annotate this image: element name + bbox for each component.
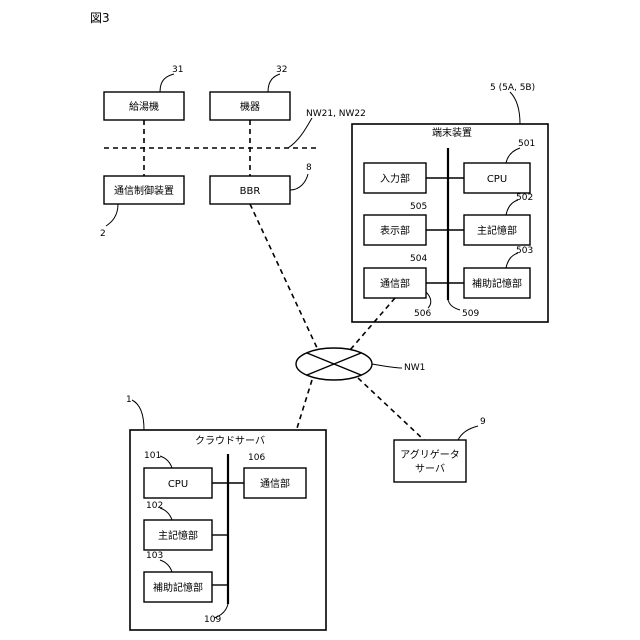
terminal-ref: 5 (5A, 5B) (490, 83, 535, 93)
cloud-bus-ref: 109 (204, 615, 221, 625)
cloud-ref: 1 (126, 395, 132, 405)
terminal-display-label: 表示部 (380, 224, 410, 237)
aggregator-leader (458, 426, 478, 440)
aggregator-network-link (358, 378, 424, 440)
water-heater-ref: 31 (172, 65, 183, 75)
bbr-ref: 8 (306, 163, 312, 173)
terminal-leader (510, 92, 520, 124)
comm-control-label: 通信制御装置 (114, 184, 174, 197)
terminal-aux-mem-ref: 503 (516, 246, 533, 256)
terminal-cpu-ref: 501 (518, 139, 535, 149)
aggregator-label-line2: サーバ (415, 463, 445, 475)
local-network-ref: NW21, NW22 (306, 109, 366, 119)
local-network-leader (288, 118, 312, 148)
figure-label: 図3 (90, 11, 110, 25)
bbr-leader (290, 174, 308, 190)
cloud-main-mem-ref: 102 (146, 501, 163, 511)
aggregator-box (394, 440, 466, 482)
cloud-cpu-ref: 101 (144, 451, 161, 461)
aggregator-label-line1: アグリゲータ (400, 448, 460, 461)
appliance-leader (268, 74, 280, 92)
cloud-comm-label: 通信部 (260, 477, 290, 490)
appliance-label: 機器 (240, 100, 260, 113)
network-ref: NW1 (404, 363, 425, 373)
water-heater-label: 給湯機 (129, 100, 159, 113)
terminal-bus-ref: 509 (462, 309, 479, 319)
appliance-ref: 32 (276, 65, 287, 75)
terminal-cpu-label: CPU (487, 174, 507, 185)
terminal-title: 端末装置 (432, 126, 472, 139)
terminal-input-label: 入力部 (380, 172, 410, 185)
network-leader (372, 364, 402, 368)
water-heater-leader (160, 74, 174, 92)
terminal-main-mem-ref: 502 (516, 193, 533, 203)
terminal-input-ref: 505 (410, 202, 427, 212)
terminal-comm-ref: 506 (414, 309, 431, 319)
comm-control-leader (106, 204, 118, 226)
cloud-main-mem-label: 主記憶部 (158, 529, 198, 542)
terminal-main-mem-label: 主記憶部 (477, 224, 517, 237)
terminal-aux-mem-label: 補助記憶部 (472, 277, 522, 290)
comm-control-ref: 2 (100, 229, 106, 239)
cloud-comm-ref: 106 (248, 453, 265, 463)
cloud-title: クラウドサーバ (195, 435, 265, 447)
cloud-cpu-label: CPU (168, 479, 188, 490)
terminal-comm-label: 通信部 (380, 277, 410, 290)
bbr-network-link (250, 204, 318, 350)
cloud-leader (132, 400, 144, 430)
cloud-aux-mem-label: 補助記憶部 (153, 581, 203, 594)
terminal-display-ref: 504 (410, 254, 427, 264)
cloud-aux-mem-ref: 103 (146, 551, 163, 561)
bbr-label: BBR (240, 186, 261, 197)
aggregator-ref: 9 (480, 417, 486, 427)
